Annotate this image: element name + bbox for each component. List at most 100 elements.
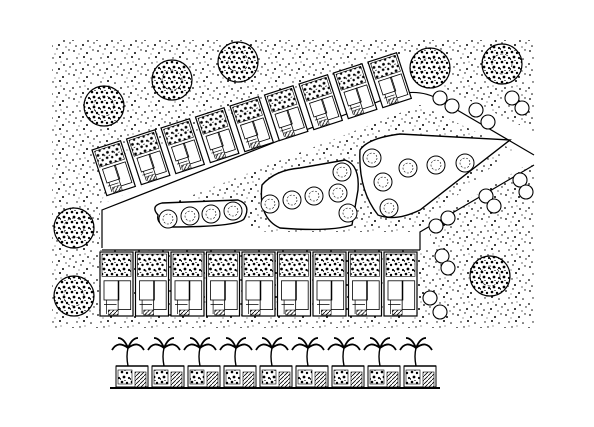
housing-unit (367, 51, 413, 109)
shrub-clusters (422, 90, 534, 320)
unit-terrace (356, 309, 367, 316)
unit-roof-garden (172, 253, 203, 277)
unit-terrace (318, 118, 330, 127)
unit-terrace (321, 309, 332, 316)
shrub-icon (158, 209, 178, 229)
unit-terrace (250, 309, 261, 316)
upper-unit-row (91, 51, 413, 197)
shrub-icon (468, 102, 484, 118)
unit-roof-garden (232, 98, 263, 124)
palm-trunk (234, 347, 237, 367)
shrub-icon (398, 158, 418, 178)
unit-door (278, 371, 291, 388)
unit-room (295, 280, 309, 310)
unit-walls (175, 300, 188, 314)
unit-roof-garden (137, 253, 167, 277)
unit-roof-garden (101, 253, 132, 277)
shrub-icon (444, 98, 460, 114)
palm-fronds (255, 337, 289, 351)
elevation-unit (223, 365, 257, 388)
shrub-icon (514, 100, 530, 116)
unit-window (369, 369, 385, 385)
shrub-core-icon (342, 207, 354, 219)
unit-door (350, 371, 363, 388)
palm-trunk (162, 347, 165, 367)
unit-terrace (387, 96, 399, 105)
unit-terrace (146, 173, 158, 182)
front-elevation (110, 337, 440, 389)
shrub-icon (362, 148, 382, 168)
shrub-icon (440, 260, 456, 276)
tree-core-icon (63, 285, 85, 307)
landscape-island (359, 133, 512, 219)
shrub-icon (201, 204, 221, 224)
palm-fronds (111, 337, 145, 351)
unit-room (355, 84, 374, 110)
shrub-icon (328, 183, 348, 203)
unit-window (117, 369, 133, 385)
unit-door (170, 371, 183, 388)
tree-canopy-icon (409, 47, 451, 89)
unit-roof-garden (163, 120, 194, 146)
palm-tree-icon (219, 337, 253, 367)
shrub-icon (486, 198, 502, 214)
shrub-core-icon (286, 194, 298, 206)
unit-room (239, 120, 259, 140)
landscape-islands (154, 133, 512, 231)
tree-canopy-icon (53, 275, 95, 317)
unit-room (286, 106, 305, 132)
unit-room (139, 280, 155, 301)
unit-room (320, 95, 340, 121)
shrub-icon (428, 218, 444, 234)
shrub-icon (379, 198, 399, 218)
housing-unit (312, 251, 347, 317)
unit-roof-garden (266, 87, 298, 113)
tree-core-icon (93, 95, 115, 117)
housing-unit (263, 84, 309, 142)
shrub-core-icon (205, 208, 217, 220)
unit-walls (210, 300, 223, 314)
shrub-icon (504, 90, 520, 106)
unit-room (389, 73, 409, 99)
shrub-core-icon (227, 205, 239, 217)
palm-fronds (327, 337, 361, 351)
palm-trunk (126, 347, 129, 367)
unit-room (401, 280, 416, 310)
unit-door (242, 371, 255, 388)
elevation-unit (367, 365, 401, 388)
unit-walls (176, 160, 188, 171)
palm-fronds (219, 337, 253, 351)
unit-terrace (108, 309, 119, 316)
tree-icon (217, 41, 259, 83)
housing-unit (194, 106, 240, 164)
unit-room (205, 131, 224, 151)
palm-tree-icon (255, 337, 289, 367)
shrub-icon (426, 155, 446, 175)
palm-trunk (342, 347, 345, 367)
palm-tree-icon (327, 337, 361, 367)
unit-room (182, 139, 202, 165)
housing-unit (99, 251, 134, 317)
housing-unit (125, 128, 171, 186)
unit-room (377, 76, 397, 96)
unit-roof-garden (314, 253, 345, 277)
shrub-core-icon (377, 176, 389, 188)
unit-walls (280, 127, 292, 138)
unit-window (333, 369, 349, 385)
unit-roof-garden (208, 253, 238, 277)
shrub-core-icon (459, 157, 471, 169)
island-outline (359, 133, 512, 219)
elevation-unit (331, 365, 365, 388)
unit-room (113, 161, 133, 187)
unit-door (386, 371, 399, 388)
unit-walls (139, 300, 152, 314)
shrub-icon (518, 184, 534, 200)
unit-door (134, 371, 147, 388)
shrub-core-icon (366, 152, 378, 164)
shrub-icon (478, 188, 494, 204)
unit-door (206, 371, 219, 388)
tree-icon (151, 59, 193, 101)
palm-tree-icon (399, 337, 433, 367)
housing-unit (347, 251, 383, 317)
unit-room (210, 280, 226, 301)
